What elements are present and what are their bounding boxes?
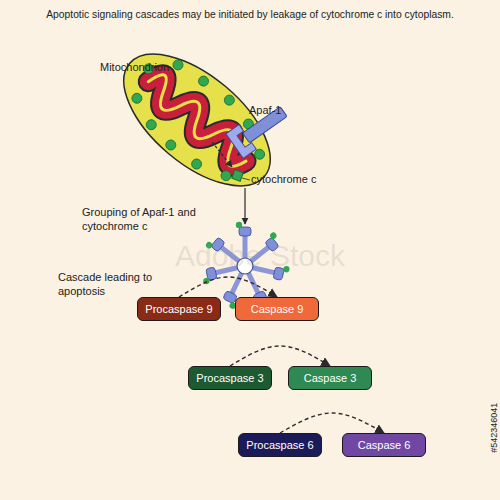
granule bbox=[219, 169, 233, 183]
watermark: Adobe Stock bbox=[150, 236, 370, 275]
leak-arrow bbox=[212, 142, 232, 167]
part-label: cytochrome c bbox=[251, 172, 341, 186]
caspase-box: Caspase 3 bbox=[288, 366, 372, 390]
caspase-box: Caspase 9 bbox=[235, 297, 319, 321]
part-label: Grouping of Apaf-1 and cytochrome c bbox=[82, 205, 200, 234]
part-label: Mitochondrion bbox=[100, 60, 210, 74]
node-label: Caspase 9 bbox=[251, 303, 304, 315]
activation-arrow bbox=[230, 346, 330, 366]
spoke-head bbox=[239, 227, 251, 236]
matrix-line bbox=[141, 69, 256, 171]
part-label: Apaf-1 bbox=[249, 103, 309, 117]
cristae-outline bbox=[141, 69, 256, 171]
granule bbox=[144, 118, 158, 132]
cytochrome-dot bbox=[269, 231, 278, 240]
activation-arrow bbox=[280, 413, 384, 433]
node-label: Procaspase 6 bbox=[246, 439, 313, 451]
assembly-arrow bbox=[244, 188, 245, 224]
spoke-arm bbox=[248, 273, 258, 293]
cristae bbox=[141, 69, 256, 171]
activation-arrow bbox=[179, 277, 277, 297]
leader-line bbox=[242, 178, 250, 180]
node-label: Procaspase 3 bbox=[196, 372, 263, 384]
node-label: Caspase 6 bbox=[358, 439, 411, 451]
cytochrome-dot bbox=[203, 277, 211, 285]
granule bbox=[222, 93, 236, 107]
cytochrome-dot bbox=[236, 222, 242, 228]
caspase-box: Procaspase 6 bbox=[238, 433, 322, 457]
cytochrome-cube bbox=[232, 170, 244, 182]
stock-id: #542346041 bbox=[489, 343, 500, 453]
caspase-box: Procaspase 3 bbox=[188, 366, 272, 390]
caspase-box: Procaspase 9 bbox=[137, 297, 221, 321]
diagram-title: Apoptotic signaling cascades may be init… bbox=[5, 9, 495, 20]
wrench-head bbox=[226, 125, 256, 159]
granule bbox=[171, 58, 185, 72]
part-label: Cascade leading to apoptosis bbox=[58, 270, 164, 299]
spoke-arm bbox=[232, 273, 242, 293]
caspase-box: Caspase 6 bbox=[342, 433, 426, 457]
granule bbox=[130, 91, 144, 105]
granule bbox=[190, 157, 204, 171]
node-label: Procaspase 9 bbox=[145, 303, 212, 315]
node-label: Caspase 3 bbox=[304, 372, 357, 384]
granule bbox=[164, 138, 178, 152]
granule bbox=[196, 74, 210, 88]
